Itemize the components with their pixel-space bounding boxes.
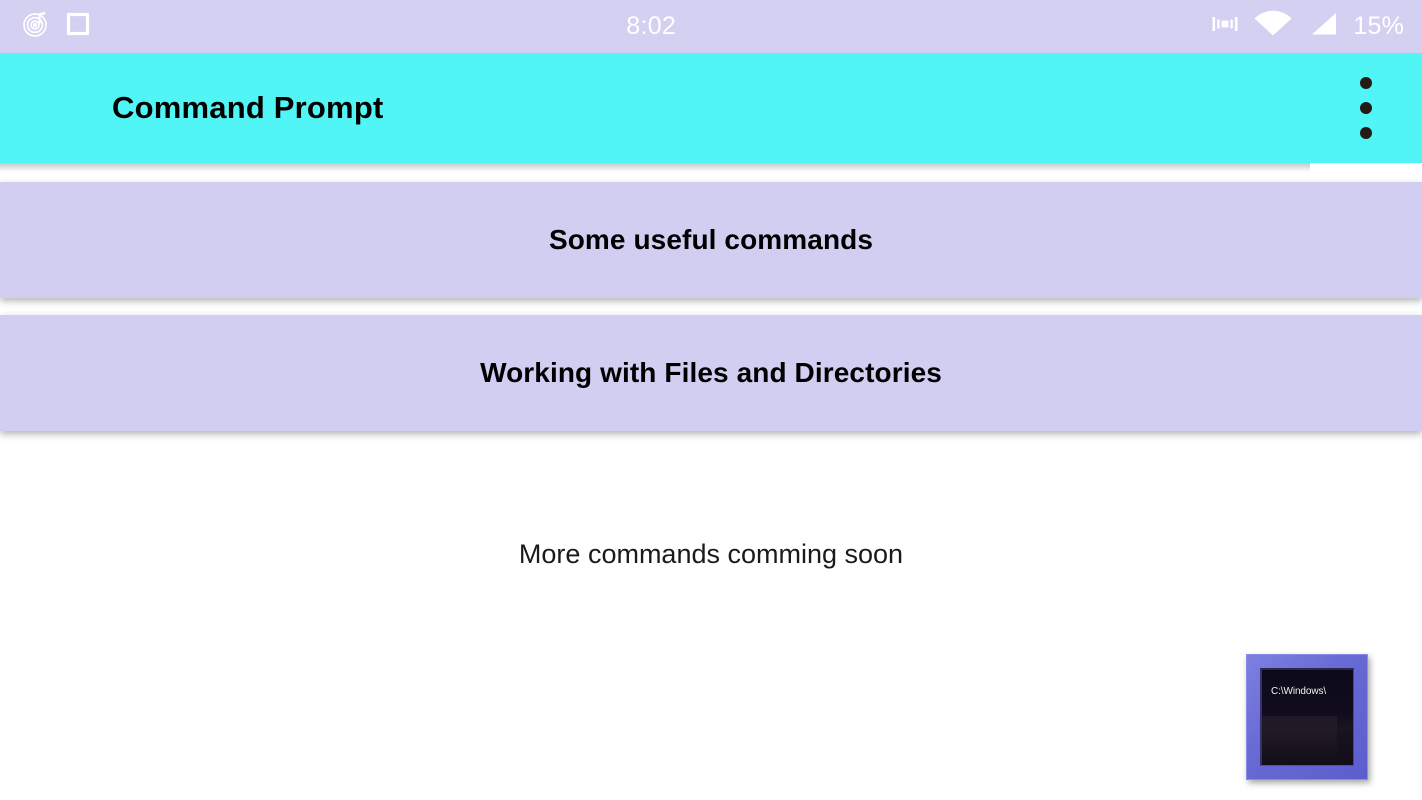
overflow-menu-button[interactable] — [1350, 71, 1382, 145]
status-bar-notifications — [0, 10, 92, 43]
page-title: Command Prompt — [112, 90, 384, 125]
app-bar: Command Prompt — [0, 53, 1422, 172]
command-prompt-path-text: C:\Windows\ — [1271, 686, 1327, 697]
command-category-list: Some useful commands Working with Files … — [0, 163, 1422, 434]
card-label: Working with Files and Directories — [480, 357, 942, 388]
overflow-dot-icon — [1360, 127, 1372, 139]
music-notification-icon — [22, 10, 50, 43]
status-clock: 8:02 — [626, 12, 677, 40]
status-bar: 8:02 — [0, 0, 1422, 53]
square-notification-icon — [64, 10, 92, 43]
command-prompt-icon[interactable]: C:\Windows\ — [1246, 654, 1368, 780]
footer-note: More commands comming soon — [518, 539, 904, 569]
status-bar-system-icons: 15% — [1210, 10, 1422, 43]
cellular-signal-icon — [1306, 10, 1340, 43]
overflow-dot-icon — [1360, 102, 1372, 114]
list-item-working-with-files-and-directories[interactable]: Working with Files and Directories — [0, 315, 1422, 431]
battery-percentage: 15% — [1353, 12, 1404, 40]
card-label: Some useful commands — [548, 224, 874, 255]
command-prompt-screen: C:\Windows\ — [1260, 668, 1354, 766]
status-bar-clock-area: 8:02 — [92, 12, 1210, 41]
overflow-dot-icon — [1360, 77, 1372, 89]
list-item-some-useful-commands[interactable]: Some useful commands — [0, 182, 1422, 298]
wifi-icon — [1253, 10, 1293, 43]
vibrate-icon — [1210, 10, 1240, 43]
